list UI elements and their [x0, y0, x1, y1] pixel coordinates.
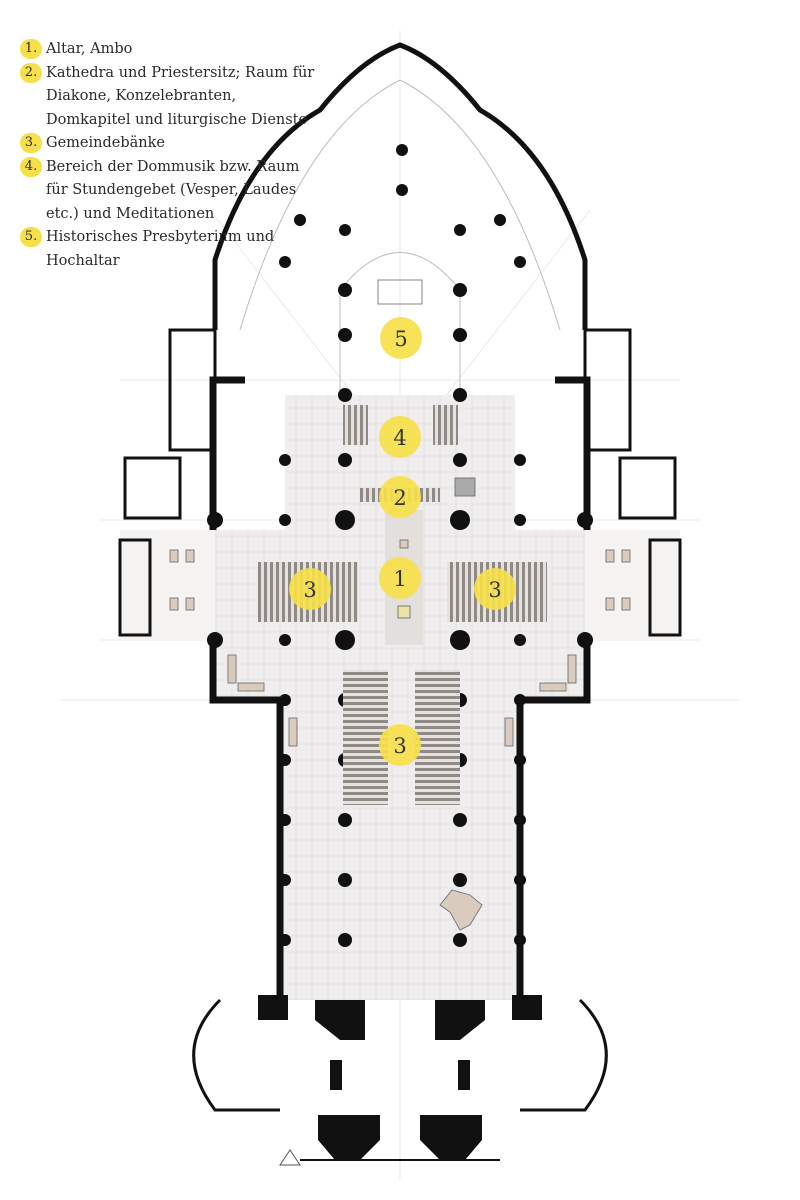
floor-areas [120, 395, 680, 1000]
legend-text: Bereich der Dommusik bzw. Raum für Stund… [46, 158, 300, 222]
pier [514, 754, 526, 766]
svg-text:3: 3 [303, 578, 316, 602]
pier [453, 873, 467, 887]
marker-2: 2 [379, 476, 421, 518]
marker-3-nave: 3 [379, 724, 421, 766]
pier [294, 214, 306, 226]
svg-text:3: 3 [488, 578, 501, 602]
pier [338, 328, 352, 342]
legend-text: Historisches Presbyterium und Hochaltar [46, 229, 275, 269]
pier [207, 632, 223, 648]
pier [453, 933, 467, 947]
pier [453, 328, 467, 342]
pier [279, 814, 291, 826]
west-front [192, 995, 608, 1166]
pier [338, 453, 352, 467]
pier [450, 630, 470, 650]
piers [207, 144, 593, 947]
pier [338, 388, 352, 402]
pier [279, 934, 291, 946]
legend-number: 2. [20, 62, 42, 83]
legend-item-5: 5. Historisches Presbyterium und Hochalt… [20, 226, 320, 273]
pier [454, 224, 466, 236]
side-rooms [118, 328, 682, 637]
pier [338, 933, 352, 947]
pier [450, 510, 470, 530]
svg-text:3: 3 [393, 734, 406, 758]
pier [279, 454, 291, 466]
pier [514, 694, 526, 706]
pier [514, 814, 526, 826]
pier [577, 632, 593, 648]
pier [279, 874, 291, 886]
legend-number: 1. [20, 39, 42, 59]
pier [335, 510, 355, 530]
legend-number: 4. [20, 156, 42, 177]
pier [338, 813, 352, 827]
pier [514, 634, 526, 646]
pier [335, 630, 355, 650]
svg-text:5: 5 [394, 327, 407, 351]
furnishings [169, 279, 631, 931]
pier [514, 934, 526, 946]
pier [279, 256, 291, 268]
legend: 1. Altar, Ambo 2. Kathedra und Priesters… [20, 38, 320, 273]
legend-text: Altar, Ambo [46, 41, 133, 57]
apse-inner [239, 79, 561, 400]
marker-1: 1 [379, 557, 421, 599]
marker-3-left: 3 [289, 568, 331, 610]
pier [338, 873, 352, 887]
pier [494, 214, 506, 226]
legend-item-4: 4. Bereich der Dommusik bzw. Raum für St… [20, 156, 320, 227]
nave-walls [209, 376, 591, 1000]
pier [514, 454, 526, 466]
svg-text:4: 4 [393, 426, 406, 450]
legend-text: Kathedra und Priestersitz; Raum für Diak… [46, 64, 315, 128]
pier [339, 224, 351, 236]
pier [514, 256, 526, 268]
marker-4: 4 [379, 416, 421, 458]
pier [453, 283, 467, 297]
pier [279, 514, 291, 526]
legend-text: Gemeindebänke [46, 135, 165, 151]
marker-5: 5 [380, 317, 422, 359]
pier [207, 512, 223, 528]
pier [338, 283, 352, 297]
pier [396, 184, 408, 196]
pier [514, 874, 526, 886]
legend-number: 3. [20, 133, 42, 153]
legend-item-2: 2. Kathedra und Priestersitz; Raum für D… [20, 62, 320, 133]
pier [279, 754, 291, 766]
pier [453, 453, 467, 467]
svg-text:1: 1 [393, 567, 406, 591]
pier [514, 514, 526, 526]
pier [453, 813, 467, 827]
apse [212, 42, 588, 330]
legend-item-3: 3. Gemeindebänke [20, 132, 320, 156]
marker-3-right: 3 [474, 568, 516, 610]
legend-item-1: 1. Altar, Ambo [20, 38, 320, 62]
pier [577, 512, 593, 528]
legend-number: 5. [20, 227, 42, 247]
area-markers: 5 4 2 1 3 3 3 [289, 317, 516, 766]
pier [279, 634, 291, 646]
svg-text:2: 2 [393, 486, 406, 510]
pier [396, 144, 408, 156]
pier [279, 694, 291, 706]
pier [453, 388, 467, 402]
